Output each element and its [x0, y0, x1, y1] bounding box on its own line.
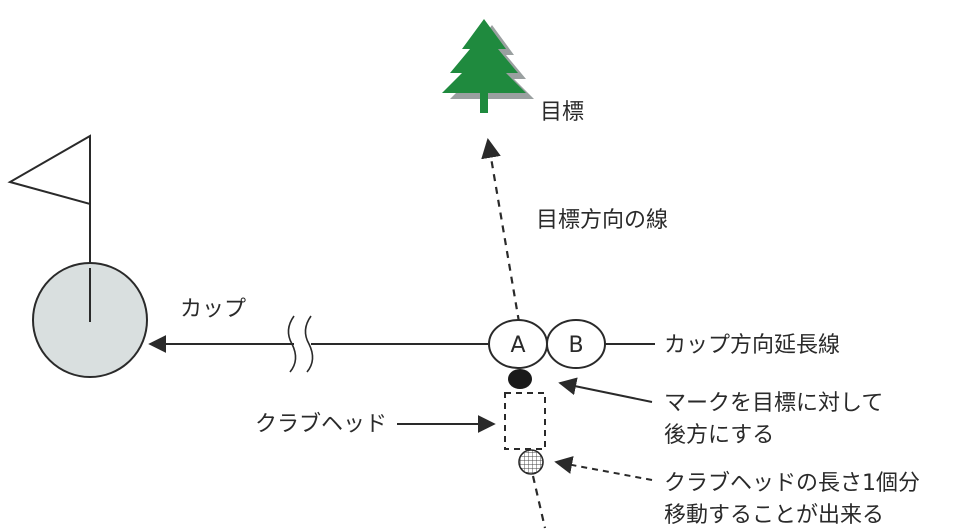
- target-line-label: 目標方向の線: [536, 208, 668, 233]
- ball-b: [546, 319, 606, 369]
- mark-label-line1: マークを目標に対して: [664, 391, 883, 416]
- tree-icon: [442, 19, 534, 113]
- ball-a-label: A: [510, 333, 525, 358]
- mark-arrow: [558, 377, 653, 403]
- mark-label-line2: 後方にする: [664, 423, 774, 448]
- ball-mark: [508, 369, 532, 389]
- club-head-label: クラブヘッド: [255, 412, 387, 437]
- club-head-outline: [504, 392, 546, 450]
- target-label: 目標: [540, 100, 584, 125]
- ball-b-label: B: [568, 333, 583, 358]
- moved-ball-mark: [518, 449, 544, 475]
- move-label-line2: 移動することが出来る: [664, 503, 884, 528]
- cup-label: カップ: [180, 297, 246, 322]
- move-label-line1: クラブヘッドの長さ1個分: [664, 471, 920, 496]
- cup-extension-label: カップ方向延長線: [664, 333, 840, 358]
- target-line-extension: [531, 475, 547, 529]
- move-arrow: [554, 456, 653, 481]
- line-break-mark: [287, 315, 297, 373]
- target-direction-line: [481, 138, 521, 323]
